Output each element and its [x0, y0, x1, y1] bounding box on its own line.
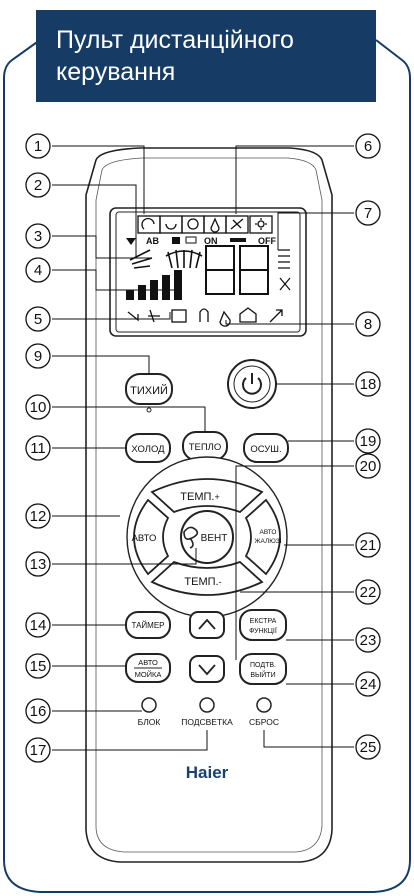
callout-10: 10	[26, 395, 50, 419]
callout-13: 13	[26, 552, 50, 576]
callout-number: 19	[360, 433, 377, 450]
callout-1: 1	[26, 134, 50, 158]
callout-number: 20	[360, 458, 377, 475]
callout-number: 25	[360, 739, 377, 756]
callout-number: 8	[364, 316, 372, 333]
callout-23: 23	[356, 628, 380, 652]
callout-24: 24	[356, 672, 380, 696]
callout-number: 16	[30, 703, 47, 720]
callout-number: 7	[364, 205, 372, 222]
callout-7: 7	[356, 201, 380, 225]
callout-number: 24	[360, 676, 377, 693]
callout-15: 15	[26, 654, 50, 678]
callout-number: 10	[30, 399, 47, 416]
callout-6: 6	[356, 134, 380, 158]
callout-number: 23	[360, 632, 377, 649]
callout-number: 22	[360, 584, 377, 601]
callout-22: 22	[356, 580, 380, 604]
callout-number: 9	[34, 348, 42, 365]
callout-4: 4	[26, 258, 50, 282]
callout-14: 14	[26, 613, 50, 637]
callout-3: 3	[26, 224, 50, 248]
callout-2: 2	[26, 173, 50, 197]
callout-number: 2	[34, 177, 42, 194]
callout-8: 8	[356, 312, 380, 336]
callout-number: 17	[30, 742, 47, 759]
callout-number: 13	[30, 556, 47, 573]
callout-number: 21	[360, 537, 377, 554]
callout-21: 21	[356, 533, 380, 557]
callout-number: 4	[34, 262, 42, 279]
callout-number: 1	[34, 138, 42, 155]
callout-number: 18	[360, 376, 377, 393]
callout-number: 11	[30, 440, 46, 457]
callout-17: 17	[26, 738, 50, 762]
callout-19: 19	[356, 429, 380, 453]
callout-5: 5	[26, 307, 50, 331]
callout-11: 11	[26, 436, 50, 460]
callout-number: 14	[30, 617, 47, 634]
callout-number: 5	[34, 311, 42, 328]
callout-16: 16	[26, 699, 50, 723]
callout-number: 3	[34, 228, 42, 245]
callout-9: 9	[26, 344, 50, 368]
callout-25: 25	[356, 735, 380, 759]
callout-20: 20	[356, 454, 380, 478]
callout-12: 12	[26, 504, 50, 528]
callout-number: 15	[30, 658, 47, 675]
callout-number: 12	[30, 508, 47, 525]
callout-18: 18	[356, 372, 380, 396]
callout-number: 6	[364, 138, 372, 155]
